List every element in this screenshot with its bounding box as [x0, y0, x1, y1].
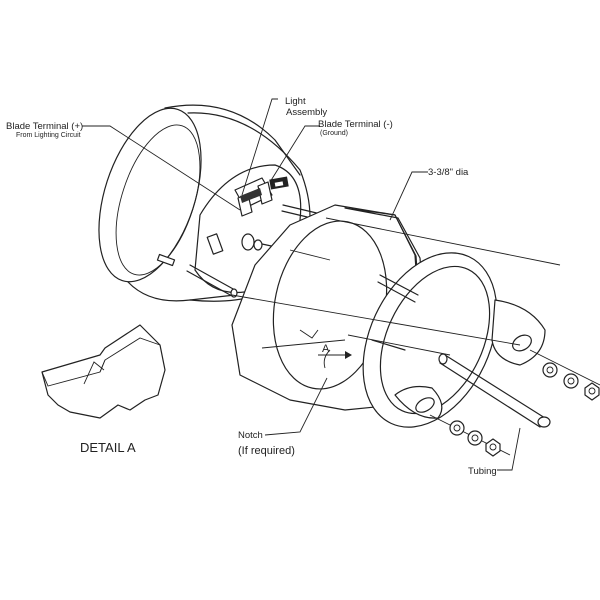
label-blade-terminal-positive: Blade Terminal (+): [6, 121, 83, 132]
gauge-body: [98, 104, 311, 302]
light-assembly: [234, 176, 289, 217]
label-light-line2: Assembly: [286, 107, 327, 118]
leader-light-assembly: [241, 98, 278, 196]
notch-arrowhead: [345, 351, 352, 359]
label-light-line1: Light: [285, 96, 306, 107]
label-detail-letter: A: [322, 343, 330, 355]
label-diameter: 3-3/8" dia: [428, 167, 469, 178]
label-tubing: Tubing: [468, 466, 497, 477]
center-post: [241, 233, 291, 251]
hardware-lower: [429, 414, 511, 457]
leader-lines: [82, 98, 521, 471]
leader-blade-pos: [82, 125, 241, 211]
hardware-upper: [529, 349, 600, 401]
label-blade-terminal-positive-sub: From Lighting Circuit: [16, 132, 81, 139]
detail-a-section: [41, 324, 166, 419]
leader-blade-neg: [269, 125, 320, 183]
studs: [231, 217, 561, 356]
label-notch: Notch: [238, 430, 263, 441]
leader-notch: [264, 377, 328, 436]
label-blade-terminal-negative: Blade Terminal (-): [318, 119, 393, 130]
leader-diameter: [389, 171, 428, 221]
leader-tubing: [497, 427, 521, 471]
tubing: [438, 353, 551, 428]
label-detail-title: DETAIL A: [80, 440, 136, 455]
text-labels: Blade Terminal (+) From Lighting Circuit…: [6, 96, 497, 477]
label-blade-terminal-negative-sub: (Ground): [320, 130, 348, 137]
label-notch-sub: (If required): [238, 445, 295, 457]
